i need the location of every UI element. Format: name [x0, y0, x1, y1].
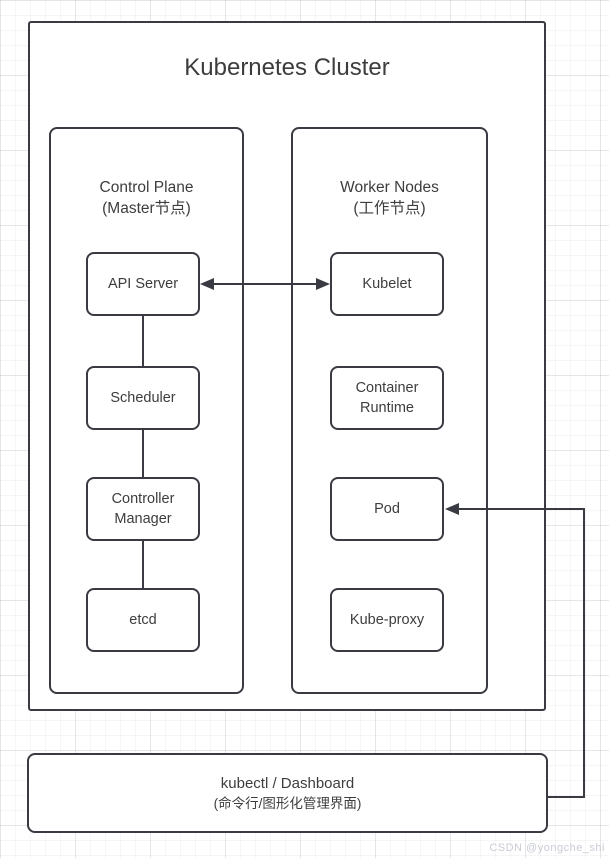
connector-scheduler-controllermanager	[142, 430, 144, 477]
diagram-title: Kubernetes Cluster	[184, 54, 390, 81]
node-kube-proxy: Kube-proxy	[330, 588, 444, 652]
connector-apiserver-scheduler	[142, 316, 144, 366]
node-kubelet: Kubelet	[330, 252, 444, 316]
worker-nodes-subtitle: (工作节点)	[353, 200, 426, 217]
connector-mgmt-pod-vertical-line	[583, 508, 585, 797]
arrowhead-pod-icon	[445, 503, 459, 515]
control-plane-subtitle: (Master节点)	[102, 200, 191, 217]
arrowhead-left-icon	[200, 278, 214, 290]
node-scheduler: Scheduler	[86, 366, 200, 430]
control-plane-title: Control Plane	[99, 179, 194, 196]
management-box: kubectl / Dashboard (命令行/图形化管理界面)	[27, 753, 548, 833]
watermark: CSDN @yongche_shi	[489, 842, 605, 854]
connector-mgmt-pod-bottom-line	[548, 796, 585, 798]
worker-nodes-title: Worker Nodes	[340, 179, 439, 196]
connector-apiserver-kubelet-line	[212, 283, 318, 285]
node-api-server: API Server	[86, 252, 200, 316]
node-etcd: etcd	[86, 588, 200, 652]
worker-nodes-header: Worker Nodes (工作节点)	[291, 177, 488, 219]
connector-controllermanager-etcd	[142, 541, 144, 588]
node-controller-manager: Controller Manager	[86, 477, 200, 541]
node-pod: Pod	[330, 477, 444, 541]
arrowhead-right-icon	[316, 278, 330, 290]
connector-mgmt-pod-top-line	[457, 508, 585, 510]
node-container-runtime: Container Runtime	[330, 366, 444, 430]
management-title: kubectl / Dashboard	[220, 775, 355, 792]
management-subtitle: (命令行/图形化管理界面)	[213, 796, 362, 811]
control-plane-header: Control Plane (Master节点)	[49, 177, 244, 219]
